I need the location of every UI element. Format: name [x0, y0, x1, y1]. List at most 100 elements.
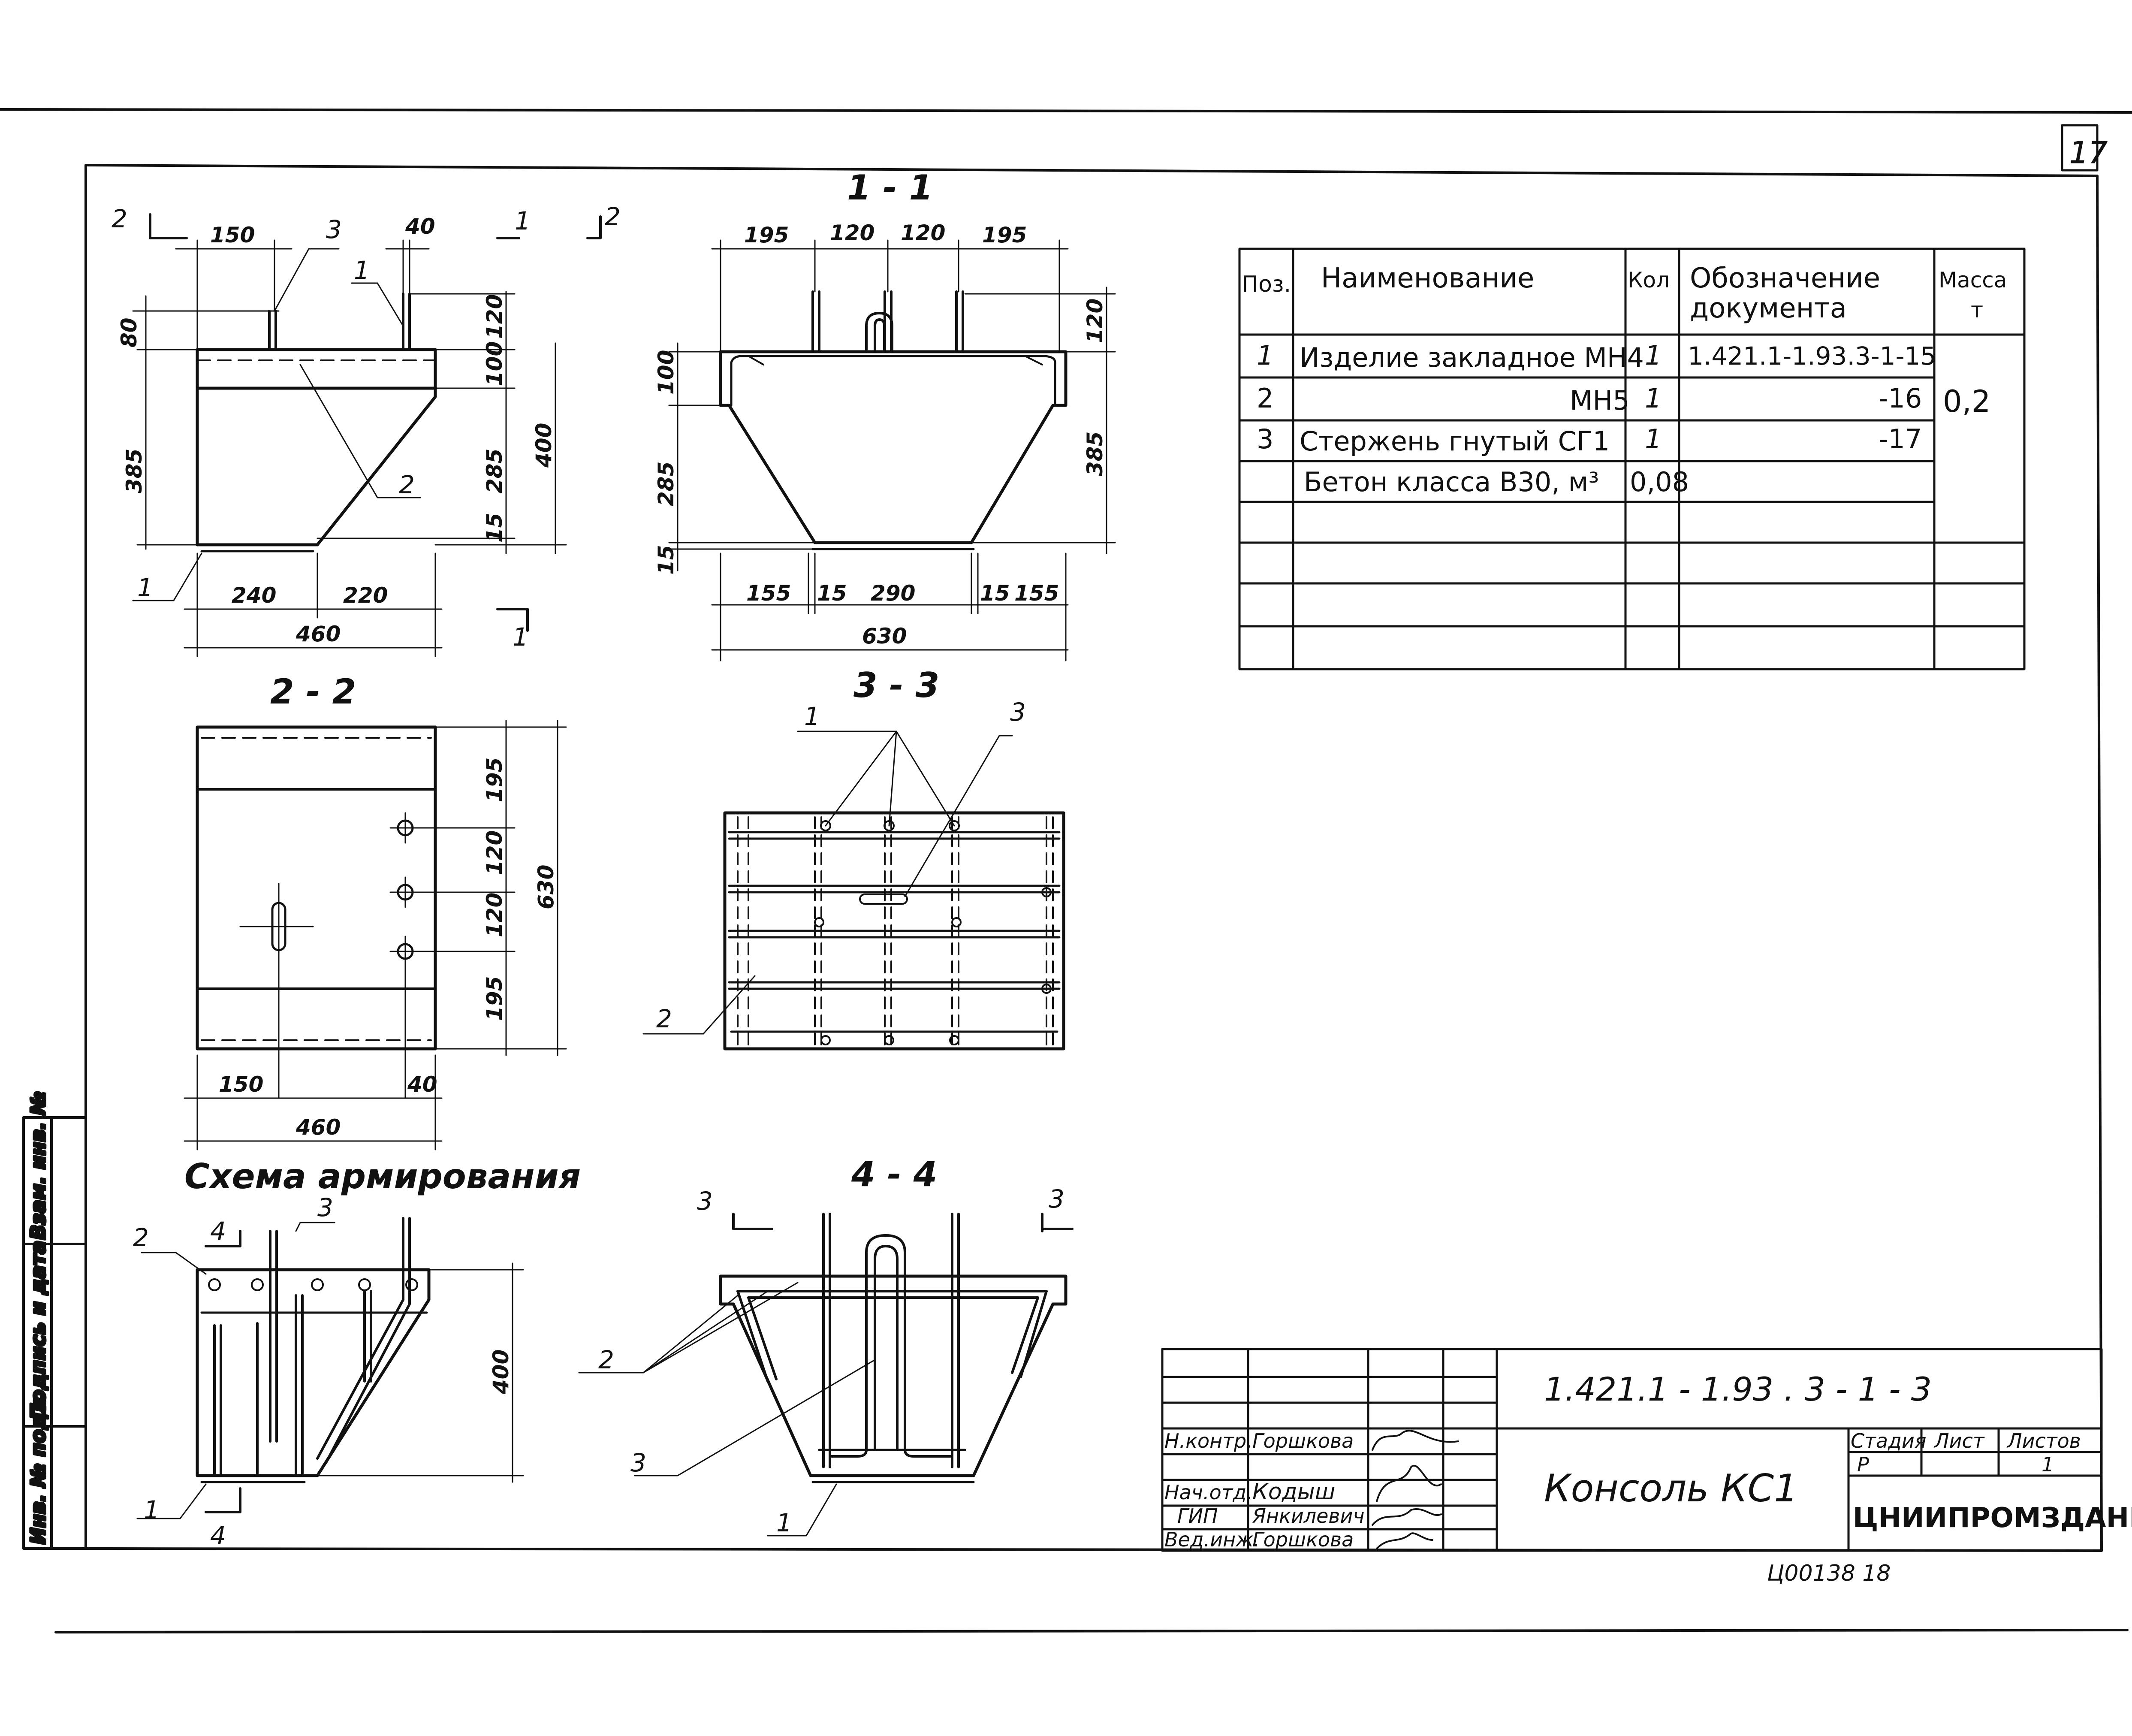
dim-15-left: 15	[654, 545, 679, 575]
dim-120-b: 120	[901, 220, 945, 245]
section-1-1-outline	[719, 350, 1068, 550]
dim-240: 240	[232, 583, 276, 608]
scheme-dim-400: 400	[489, 1350, 513, 1395]
row-name: Бетон класса В30, м³	[1304, 466, 1599, 498]
view-section-3-3: 3 - 3	[642, 665, 1065, 1051]
dim-15: 15	[482, 513, 507, 543]
dim-150-bottom: 150	[219, 1072, 263, 1097]
section-2-2-outline	[196, 725, 437, 1051]
scheme-cut-marks	[205, 1230, 241, 1513]
dim-120-height: 120	[1083, 299, 1107, 343]
cut-mark-1-top: 1	[515, 206, 531, 235]
spec-table-rows: 1 Изделие закладное МН4 1 1.421.1-1.93.3…	[1257, 340, 1990, 498]
row-name: Стержень гнутый СГ1	[1300, 426, 1610, 457]
dim-100: 100	[482, 341, 507, 386]
row-pos: 2	[1257, 383, 1273, 414]
row-qty: 1	[1645, 423, 1662, 455]
callout-3-33: 3	[1010, 697, 1026, 727]
title-block-stage: Стадия Лист Листов Р 1	[1851, 1429, 2081, 1476]
document-designation: 1.421.1 - 1.93 . 3 - 1 - 3	[1544, 1370, 1932, 1408]
section-1-1-dim-lines	[668, 239, 1116, 661]
cut-mark-2-right: 2	[605, 202, 621, 231]
dim-100-left: 100	[654, 350, 679, 395]
dim-120-lower: 120	[482, 893, 507, 937]
section-4-4-title: 4 - 4	[851, 1154, 937, 1194]
table-row: 1 Изделие закладное МН4 1 1.421.1-1.93.3…	[1257, 340, 1936, 373]
section-3-3-dashed	[737, 816, 1054, 1045]
header-designation-1: Обозначение	[1690, 263, 1880, 294]
callout-1-33: 1	[804, 702, 820, 731]
dim-220: 220	[343, 583, 388, 608]
row-qty: 1	[1645, 340, 1662, 371]
section-4-4-leaders	[578, 1282, 876, 1537]
row-pos: 3	[1257, 423, 1273, 455]
organization-name: ЦНИИПРОМЗДАНИЙ	[1853, 1501, 2132, 1534]
spec-mass-value: 0,2	[1943, 384, 1990, 419]
scheme-outline	[196, 1268, 431, 1483]
header-designation-2: документа	[1690, 293, 1847, 324]
section-3-3-rod-dots	[814, 820, 1052, 1045]
dim-385-right: 385	[1083, 432, 1107, 476]
dim-460-bottom: 460	[296, 1115, 341, 1140]
callout-3-scheme: 3	[317, 1193, 333, 1222]
callout-2-44: 2	[598, 1345, 614, 1374]
spec-table-grid	[1238, 248, 2026, 670]
side-stamp: Инв. № подл. Подпись и дата Взам. инв. №	[22, 1090, 87, 1550]
dim-400: 400	[531, 423, 556, 468]
dim-150: 150	[210, 223, 255, 248]
row-pos: 1	[1257, 340, 1273, 371]
callout-2-scheme: 2	[133, 1223, 149, 1252]
dim-285: 285	[482, 449, 507, 493]
row-doc: 1.421.1-1.93.3-1-15	[1688, 341, 1936, 371]
dim-80: 80	[117, 317, 142, 347]
view-section-4-4: 4 - 4	[578, 1154, 1074, 1537]
section-2-2-dim-lines	[184, 720, 567, 1150]
scheme-dim-lines	[136, 1222, 524, 1519]
table-row: 3 Стержень гнутый СГ1 1 -17	[1257, 423, 1922, 457]
sheets-value: 1	[2042, 1453, 2054, 1476]
spec-table: Поз. Наименование Кол Обозначение докуме…	[1238, 248, 2026, 670]
header-mass-1: Масса	[1939, 268, 2007, 293]
section-4-4-callouts: 2 3 1 3 3	[598, 1184, 1064, 1537]
section-3-3-title: 3 - 3	[853, 665, 939, 705]
dim-385: 385	[122, 449, 147, 493]
elevation-outline	[196, 348, 437, 553]
callout-1-44: 1	[776, 1508, 792, 1537]
spec-table-header: Поз. Наименование Кол Обозначение докуме…	[1242, 263, 2007, 324]
dim-155-left: 155	[746, 581, 791, 606]
section-4-4-rods	[736, 1213, 1048, 1468]
scheme-rods	[213, 1217, 411, 1475]
view-elevation: 150 40 80 120 100 285 15 400 385 240 220…	[112, 202, 621, 657]
cut-mark-1-bottom: 1	[513, 622, 528, 652]
dim-630: 630	[862, 624, 907, 649]
section-4-4-cut-marks	[732, 1213, 1074, 1232]
dim-40: 40	[405, 214, 435, 239]
side-stamp-replace: Взам. инв. №	[27, 1091, 50, 1240]
dim-285-left: 285	[654, 462, 679, 506]
name-head-dept: Кодыш	[1252, 1479, 1335, 1505]
row-qty: 0,08	[1630, 466, 1689, 498]
dim-15-a: 15	[817, 581, 847, 606]
dim-630-side: 630	[534, 865, 558, 909]
section-3-3-outline	[723, 811, 1065, 1051]
section-3-3-leaders	[642, 731, 1013, 1035]
table-row: Бетон класса В30, м³ 0,08	[1304, 466, 1689, 498]
title-block-grid	[1161, 1348, 2103, 1552]
dim-195-right: 195	[982, 223, 1027, 248]
view-section-1-1: 1 - 1	[654, 168, 1116, 661]
row-qty: 1	[1645, 383, 1662, 414]
callout-1-bottom: 1	[137, 573, 153, 602]
stage-value: Р	[1857, 1453, 1869, 1476]
title-block: 1.421.1 - 1.93 . 3 - 1 - 3 Консоль КС1 Н…	[1161, 1348, 2132, 1586]
elevation-cut-marks	[149, 213, 602, 632]
dim-290: 290	[871, 581, 915, 606]
cut-mark-4-top: 4	[210, 1217, 226, 1246]
section-4-4-outline	[719, 1274, 1068, 1483]
title-block-roles: Н.контр. Горшкова Нач.отд. Кодыш ГИП Янк…	[1164, 1429, 1365, 1551]
scheme-callouts: 2 3 1 4 4	[133, 1193, 333, 1550]
dim-195-bottom: 195	[482, 976, 507, 1021]
view-reinforcement-scheme: Схема армирования	[133, 1156, 581, 1550]
dim-120-upper: 120	[482, 830, 507, 875]
name-norm-control: Горшкова	[1252, 1429, 1354, 1452]
